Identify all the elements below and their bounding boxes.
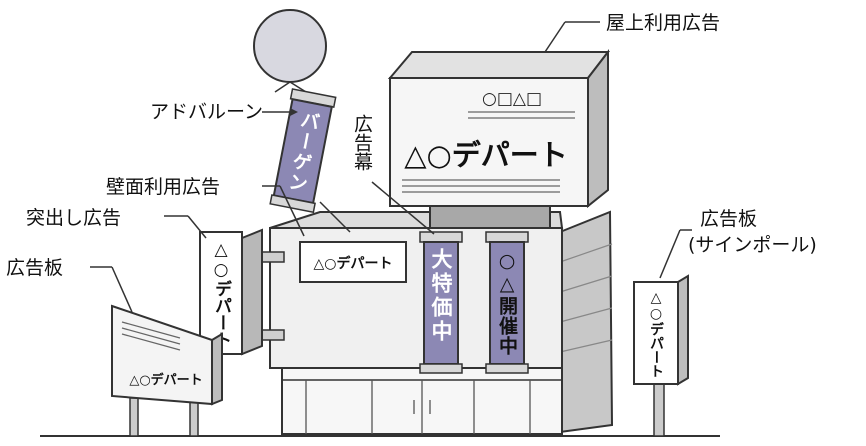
label-rooftop-ad: 屋上利用広告 xyxy=(606,12,720,34)
balloon-banner: バーゲン xyxy=(269,88,337,214)
billboard-side xyxy=(211,332,223,406)
projecting-sign-side xyxy=(241,228,263,356)
rooftop-sign-face xyxy=(389,77,589,207)
rooftop-sign-top xyxy=(387,51,611,79)
curtain-banner-2-text: ○△開催中 xyxy=(496,250,518,356)
label-projecting-ad: 突出し広告 xyxy=(26,207,121,229)
label-curtain-ad: 広告幕 xyxy=(351,114,373,171)
projecting-sign-text: △○デパート xyxy=(211,240,232,348)
ad-balloon: バーゲン xyxy=(253,9,351,233)
rooftop-sign-symbols: ○□△□ xyxy=(482,89,542,109)
curtain-label-group: 広告幕 xyxy=(351,114,435,235)
billboard: △○デパート xyxy=(111,304,223,437)
curtain-banner-1-cloth xyxy=(423,241,459,365)
curtain-banner-2-cloth xyxy=(489,241,525,365)
wall-sign-text: △○デパート xyxy=(314,255,393,272)
projecting-label-group: 突出し広告 xyxy=(26,207,207,239)
balloon-sphere xyxy=(253,9,327,83)
billboard-label-group: 広告板 xyxy=(6,257,133,313)
curtain-banner-1: 大特価中 xyxy=(419,231,463,374)
rooftop-sign-side xyxy=(587,49,609,209)
rooftop-sign-main-text: △○デパート xyxy=(404,138,568,172)
sign-pole-face xyxy=(633,281,679,385)
label-wall-ad: 壁面利用広告 xyxy=(106,176,220,198)
rooftop-sign: ○□△□ △○デパート xyxy=(387,49,611,209)
projecting-sign-arm-upper xyxy=(261,251,285,263)
sign-pole-post xyxy=(653,383,665,437)
rooftop-label-group: 屋上利用広告 xyxy=(544,12,720,53)
billboard-text: △○デパート xyxy=(129,372,202,388)
balloon-label-group: アドバルーン xyxy=(150,101,298,123)
projecting-sign-arm-lower xyxy=(261,329,285,341)
projecting-sign: △○デパート xyxy=(199,228,285,356)
label-pole-line1: 広告板 xyxy=(700,208,757,230)
label-billboard: 広告板 xyxy=(6,257,63,279)
label-pole-line2: (サインポール) xyxy=(688,234,817,256)
billboard-face xyxy=(111,304,213,406)
billboard-leg-left xyxy=(129,397,139,437)
building-side-block xyxy=(559,210,614,434)
sign-pole: △○デパート xyxy=(633,274,689,437)
pole-label-group: 広告板 (サインポール) xyxy=(659,208,817,279)
wall-sign: △○デパート xyxy=(299,241,407,283)
wall-label-group: 壁面利用広告 xyxy=(106,176,305,237)
curtain-banner-1-text: 大特価中 xyxy=(429,248,454,344)
curtain-banner-2: ○△開催中 xyxy=(485,231,529,374)
label-ad-balloon: アドバルーン xyxy=(150,101,263,123)
sign-pole-side xyxy=(677,274,689,386)
sign-pole-text: △○デパート xyxy=(648,290,664,378)
wall-sign-board xyxy=(299,241,407,283)
